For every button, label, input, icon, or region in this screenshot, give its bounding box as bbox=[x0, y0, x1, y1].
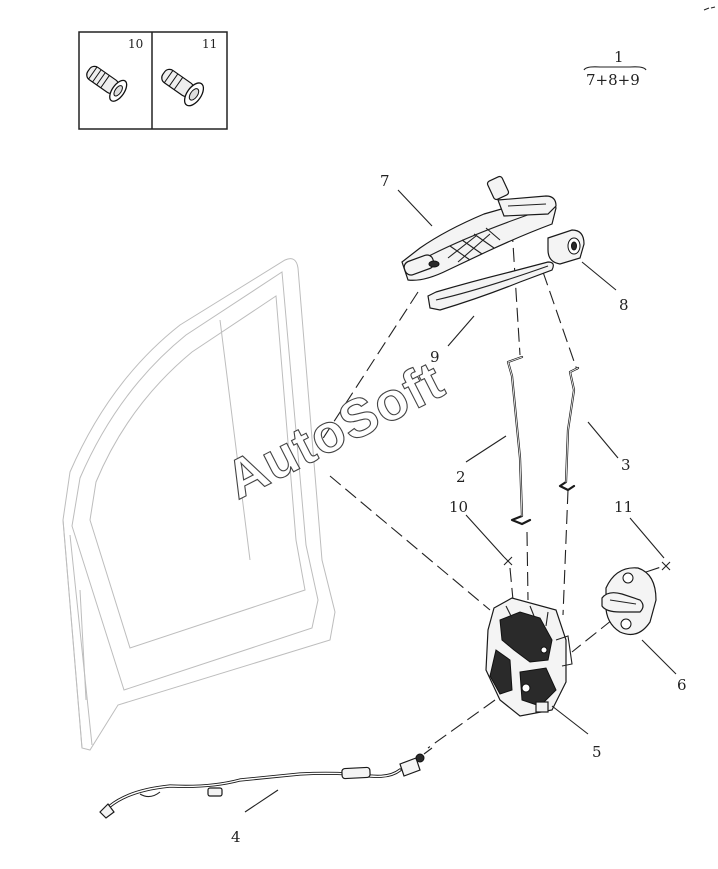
callout-11: 11 bbox=[614, 498, 633, 516]
callout-7: 7 bbox=[380, 172, 390, 190]
callout-2: 2 bbox=[456, 468, 466, 486]
callout-8: 8 bbox=[619, 296, 629, 314]
watermark-text: AutoSoft bbox=[216, 350, 453, 511]
callout-numbers: 7 8 9 2 3 10 11 5 6 4 bbox=[231, 172, 687, 846]
rod-3 bbox=[558, 366, 580, 492]
formula-numerator: 1 bbox=[614, 48, 624, 66]
assembly-guide-lines bbox=[321, 227, 665, 749]
inset-label-10: 10 bbox=[128, 37, 143, 51]
door-lock-actuator bbox=[485, 597, 573, 717]
watermark: AutoSoft bbox=[216, 350, 455, 512]
corner-mark bbox=[703, 6, 716, 11]
fastener-inset: 10 11 bbox=[78, 31, 228, 130]
release-cable bbox=[99, 747, 433, 819]
callout-3: 3 bbox=[621, 456, 631, 474]
rod-2 bbox=[506, 355, 532, 526]
outer-door-handle bbox=[401, 175, 585, 311]
callout-5: 5 bbox=[592, 743, 602, 761]
callout-4: 4 bbox=[231, 828, 241, 846]
formula-denominator: 7+8+9 bbox=[586, 71, 640, 89]
callout-9: 9 bbox=[430, 348, 440, 366]
screw-11-icon bbox=[161, 68, 205, 107]
screw-10-icon bbox=[86, 65, 128, 102]
assembly-formula: 1 7+8+9 bbox=[583, 48, 647, 89]
callout-10: 10 bbox=[449, 498, 468, 516]
callout-6: 6 bbox=[677, 676, 687, 694]
door-outline bbox=[62, 258, 336, 751]
leader-lines bbox=[244, 189, 677, 813]
striker-plate bbox=[601, 567, 657, 635]
fastener-markers bbox=[503, 556, 671, 571]
inset-label-11: 11 bbox=[202, 37, 217, 51]
